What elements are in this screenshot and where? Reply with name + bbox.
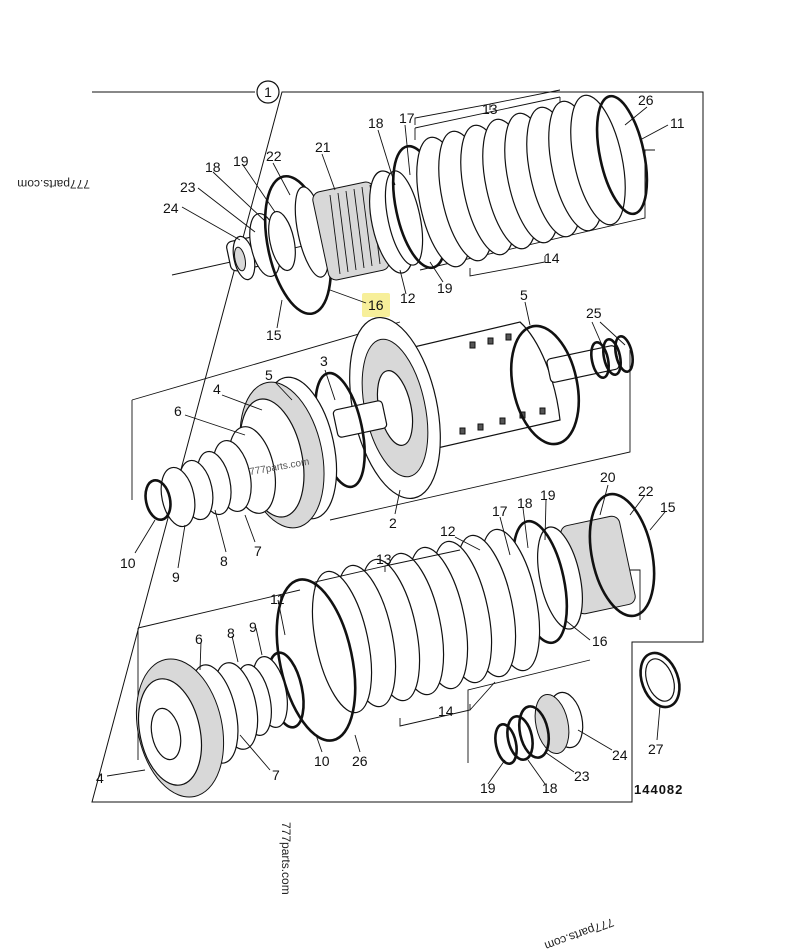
- label-top-18b: 18: [368, 115, 384, 131]
- middle-drum-assembly: [144, 316, 634, 529]
- label-bot-14: 14: [438, 703, 454, 719]
- label-top-12: 12: [400, 290, 416, 306]
- label-bot-26: 26: [352, 753, 368, 769]
- label-mid-9: 9: [172, 569, 180, 585]
- top-clutch-discs: [416, 94, 649, 268]
- label-bot-16: 16: [592, 633, 608, 649]
- label-mid-8: 8: [220, 553, 228, 569]
- label-bot-12: 12: [440, 523, 456, 539]
- watermark-bottom-vertical: 777parts.com: [279, 822, 293, 895]
- label-top-11: 11: [670, 115, 685, 131]
- label-bot-27: 27: [648, 741, 664, 757]
- label-bot-18b: 18: [542, 780, 558, 796]
- top-clutch-assembly: [171, 94, 649, 316]
- label-bot-15: 15: [660, 499, 676, 515]
- label-bot-24: 24: [612, 747, 628, 763]
- label-bot-20: 20: [600, 469, 616, 485]
- highlighted-label-background: [362, 293, 390, 317]
- label-bot-13: 13: [376, 551, 392, 567]
- label-bot-18: 18: [517, 495, 533, 511]
- label-bot-22: 22: [638, 483, 654, 499]
- label-bot-6: 6: [195, 631, 203, 647]
- watermark-bottom-right: 777parts.com: [543, 915, 616, 949]
- label-top-15: 15: [266, 327, 282, 343]
- label-bot-19: 19: [540, 487, 556, 503]
- label-mid-2: 2: [389, 515, 397, 531]
- top-group-outline: [414, 96, 655, 271]
- label-top-19a: 19: [233, 153, 249, 169]
- label-mid-3: 3: [320, 353, 328, 369]
- reference-code: 144082: [634, 782, 683, 797]
- label-bot-23: 23: [574, 768, 590, 784]
- label-mid-5a: 5: [520, 287, 528, 303]
- label-mid-7: 7: [254, 543, 262, 559]
- label-mid-25: 25: [586, 305, 602, 321]
- seal-ring-27: [639, 651, 681, 709]
- label-top-26: 26: [638, 92, 654, 108]
- label-top-23: 23: [180, 179, 196, 195]
- label-top-21: 21: [315, 139, 331, 155]
- label-bot-11: 11: [270, 591, 285, 607]
- label-mid-5b: 5: [265, 367, 273, 383]
- part-labels: 24 23 18 19 22 21 18 17 13 26 11 15 16 1…: [96, 92, 685, 796]
- middle-group-outline: [131, 321, 631, 521]
- bottom-clutch-assembly: [135, 492, 656, 798]
- label-bot-7: 7: [272, 767, 280, 783]
- leader-lines: [106, 89, 669, 785]
- label-top-19b: 19: [437, 280, 453, 296]
- label-bot-4: 4: [96, 770, 104, 786]
- label-top-24: 24: [163, 200, 179, 216]
- label-top-22: 22: [266, 148, 282, 164]
- label-top-13: 13: [482, 101, 498, 117]
- label-bot-9: 9: [249, 619, 257, 635]
- label-top-16-highlighted: 16: [368, 297, 384, 313]
- label-top-18a: 18: [205, 159, 221, 175]
- watermark-top-left: 777parts.com: [17, 177, 90, 191]
- label-top-14: 14: [544, 250, 560, 266]
- assembly-number-callout: 1: [256, 80, 280, 104]
- label-top-17: 17: [399, 110, 415, 126]
- label-bot-10: 10: [314, 753, 330, 769]
- assembly-number: 1: [264, 84, 272, 100]
- label-bot-8: 8: [227, 625, 235, 641]
- label-mid-10: 10: [120, 555, 136, 571]
- label-mid-4: 4: [213, 381, 221, 397]
- label-mid-6: 6: [174, 403, 182, 419]
- bottom-clutch-discs: [275, 528, 541, 742]
- label-bot-19b: 19: [480, 780, 496, 796]
- label-bot-17: 17: [492, 503, 508, 519]
